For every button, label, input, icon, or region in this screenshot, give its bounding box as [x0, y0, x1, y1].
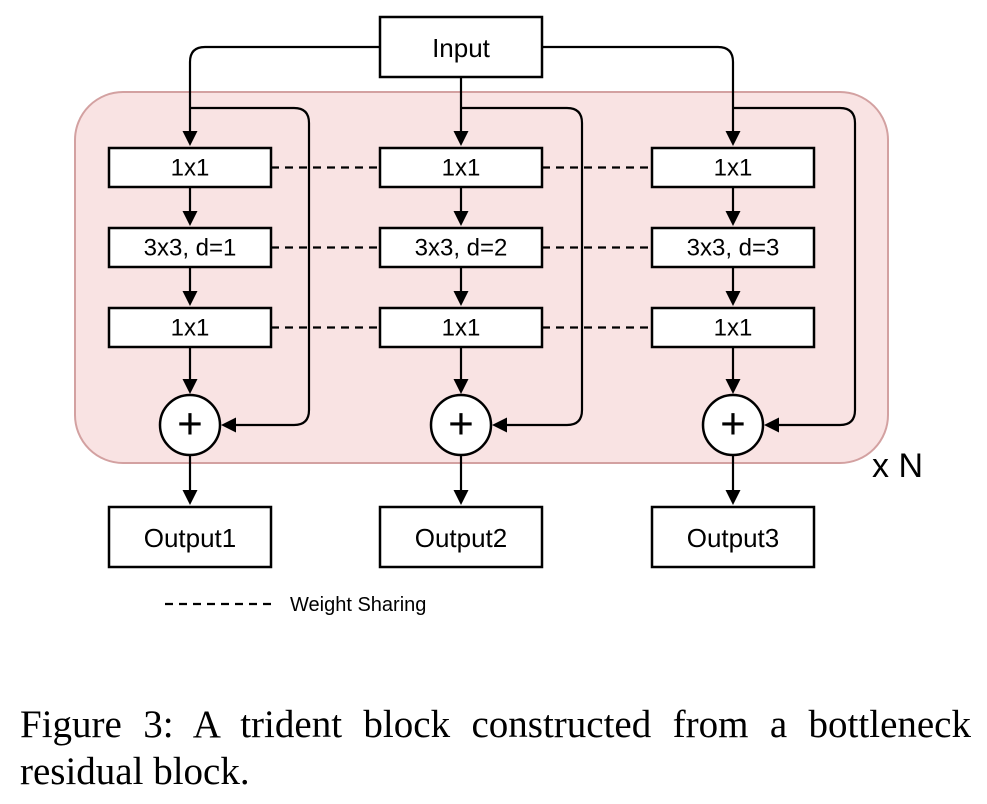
arrowhead-down [453, 291, 469, 306]
skip-connection-2 [461, 106, 584, 427]
conv3x3-label: 3x3, d=2 [415, 235, 508, 262]
conv1x1-label: 1x1 [442, 155, 481, 182]
output-label: Output2 [415, 523, 508, 553]
trident-block-diagram: 1x1 3x3, d=1 1x1 + Output1 1x1 3x3, d=2 [74, 15, 923, 616]
input-box [378, 15, 544, 79]
arrowhead-down [453, 131, 469, 146]
sum-node [701, 393, 765, 457]
branch-1: 1x1 3x3, d=1 1x1 + Output1 [107, 146, 273, 569]
arrowhead-down [453, 211, 469, 226]
conv1x1-box [650, 306, 816, 349]
branch-3: 1x1 3x3, d=3 1x1 + Output3 [650, 146, 816, 569]
sum-node [158, 393, 222, 457]
sum-node [429, 393, 493, 457]
plus-icon: + [448, 400, 474, 449]
conv1x1-box [107, 146, 273, 189]
arrowhead-down [725, 490, 741, 505]
conv1x1-label: 1x1 [171, 315, 210, 342]
conv1x1-box [650, 146, 816, 189]
conv1x1-label: 1x1 [171, 155, 210, 182]
conv1x1-label: 1x1 [714, 315, 753, 342]
arrowhead-left [492, 417, 507, 433]
output-label: Output3 [687, 523, 780, 553]
output-box [107, 505, 273, 569]
caption-line-2: residual block. [20, 750, 250, 793]
arrowhead-down [182, 211, 198, 226]
input-label: Input [432, 33, 491, 63]
conv1x1-box [107, 306, 273, 349]
caption-line-1: Figure 3: A trident block constructed fr… [20, 703, 971, 746]
conv3x3-label: 3x3, d=3 [687, 235, 780, 262]
arrowhead-down [182, 379, 198, 394]
plus-icon: + [720, 400, 746, 449]
input-rail-left [188, 45, 380, 131]
skip-connection-3 [733, 106, 857, 427]
conv3x3-label: 3x3, d=1 [144, 235, 237, 262]
arrowhead-down [725, 131, 741, 146]
conv1x1-box [378, 306, 544, 349]
conv1x1-box [378, 146, 544, 189]
arrowhead-down [453, 490, 469, 505]
branch-2: 1x1 3x3, d=2 1x1 + Output2 [378, 146, 544, 569]
output-box [378, 505, 544, 569]
weight-sharing-legend-label: Weight Sharing [290, 594, 426, 616]
arrowhead-down [453, 379, 469, 394]
multiplier-label: x N [872, 447, 923, 485]
input-rail-right [542, 45, 735, 131]
arrowhead-down [725, 379, 741, 394]
plus-icon: + [177, 400, 203, 449]
output-box [650, 505, 816, 569]
arrowhead-down [182, 490, 198, 505]
conv3x3-box [650, 226, 816, 269]
arrowhead-left [221, 417, 236, 433]
arrowhead-down [182, 291, 198, 306]
conv3x3-box [107, 226, 273, 269]
conv1x1-label: 1x1 [442, 315, 481, 342]
conv3x3-box [378, 226, 544, 269]
arrowhead-down [725, 291, 741, 306]
output-label: Output1 [144, 523, 237, 553]
figure-caption: Figure 3: A trident block constructed fr… [20, 701, 971, 795]
arrowhead-down [725, 211, 741, 226]
arrowhead-down [182, 131, 198, 146]
skip-connection-1 [190, 106, 311, 427]
arrowhead-left [764, 417, 779, 433]
conv1x1-label: 1x1 [714, 155, 753, 182]
